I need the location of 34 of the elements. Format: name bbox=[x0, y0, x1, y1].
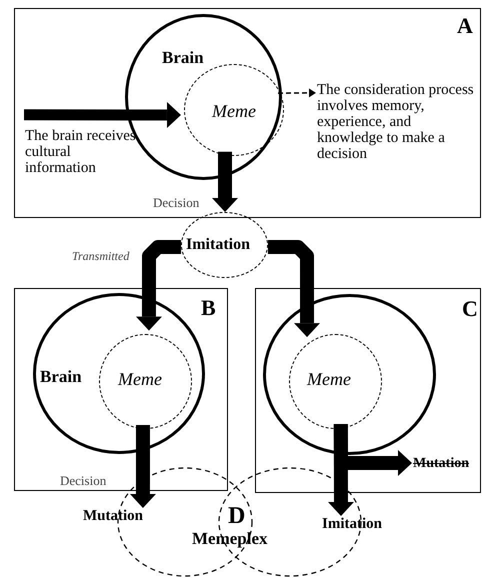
memeplex-label: Memeplex bbox=[192, 530, 268, 549]
arrow bbox=[334, 424, 412, 476]
edge-label: Decision bbox=[153, 196, 200, 210]
arrow bbox=[130, 424, 156, 508]
arrow bbox=[136, 240, 182, 331]
panel-frame bbox=[14, 288, 228, 491]
panel-letter: B bbox=[201, 296, 216, 320]
meme-label: Meme bbox=[212, 102, 256, 122]
panel-frame bbox=[255, 288, 481, 493]
imitation-ellipse bbox=[181, 212, 268, 278]
brain-label: Brain bbox=[162, 49, 204, 68]
meme-label: Meme bbox=[118, 370, 162, 390]
edge-label: Transmitted bbox=[72, 250, 130, 264]
annotation-text: Imitation bbox=[322, 516, 394, 536]
dashed-arrow bbox=[278, 88, 316, 98]
panel-frame bbox=[14, 8, 481, 218]
annotation-text: The consideration process involves memory, experience, and knowledge to make a decision bbox=[317, 81, 479, 173]
imitation-label: Imitation bbox=[186, 236, 250, 254]
meme-label: Meme bbox=[307, 370, 351, 390]
arrow bbox=[212, 152, 238, 212]
annotation-text: The brain receives cultural information bbox=[25, 109, 145, 177]
arrow bbox=[24, 102, 181, 128]
brain-label: Brain bbox=[40, 368, 82, 387]
annotation-text: Mutation bbox=[83, 508, 157, 528]
meme-circle bbox=[99, 334, 192, 429]
arrow bbox=[268, 240, 320, 338]
meme-circle bbox=[289, 334, 382, 429]
panel-letter: A bbox=[457, 14, 473, 38]
brain-circle bbox=[263, 294, 436, 455]
edge-label: Decision bbox=[60, 474, 106, 488]
meme-circle bbox=[184, 64, 284, 156]
annotation-text: Mutation bbox=[413, 456, 479, 473]
panel-letter: C bbox=[462, 297, 478, 322]
venn-letter: D bbox=[228, 503, 246, 530]
